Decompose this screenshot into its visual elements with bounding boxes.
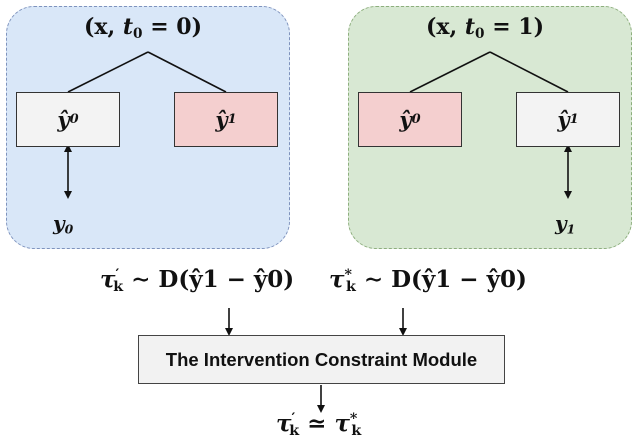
output-relation: ≃ bbox=[307, 410, 327, 437]
left-tree-edge-a bbox=[67, 51, 149, 93]
right-tree-edge-b bbox=[489, 51, 569, 93]
left-root-t-sub: 0 bbox=[133, 25, 143, 42]
output-tau2: τ bbox=[334, 410, 350, 437]
right-root-x: x bbox=[436, 14, 450, 40]
left-observed-var: y bbox=[53, 211, 65, 235]
left-root-x: x bbox=[94, 14, 108, 40]
right-root-t: t bbox=[464, 14, 476, 40]
left-node-a-sub: 0 bbox=[69, 112, 79, 127]
right-formula-sub: k bbox=[345, 278, 356, 295]
right-node-a-var: ŷ bbox=[399, 107, 412, 132]
right-tree-edge-a bbox=[409, 51, 491, 93]
output-formula: τ′k ≃ τ*k bbox=[276, 410, 361, 439]
left-root-t: t bbox=[122, 14, 134, 40]
left-observed-sub: 0 bbox=[64, 221, 74, 237]
right-observed-var: y bbox=[555, 211, 567, 235]
right-formula-tau: τ bbox=[329, 266, 345, 293]
output-tau1-sub: k bbox=[289, 422, 300, 439]
right-formula: τ*k ∼ D(ŷ1 − ŷ0) bbox=[329, 266, 527, 295]
left-formula-sup: ′ bbox=[115, 267, 120, 284]
module-label: The Intervention Constraint Module bbox=[165, 348, 478, 370]
output-tau2-sub: k bbox=[351, 422, 362, 439]
left-formula-tau: τ bbox=[100, 266, 116, 293]
left-formula-rest: ∼ D(ŷ1 − ŷ0) bbox=[131, 266, 295, 293]
right-node-b-var: ŷ bbox=[557, 107, 570, 132]
output-tau1: τ bbox=[276, 410, 292, 437]
right-root-eq: = 1 bbox=[492, 14, 534, 40]
left-node-b-sub: 1 bbox=[227, 112, 237, 127]
left-node-a-var: ŷ bbox=[57, 107, 70, 132]
right-formula-rest: ∼ D(ŷ1 − ŷ0) bbox=[363, 266, 527, 293]
left-observed-label: y0 bbox=[53, 211, 73, 236]
left-node-b-var: ŷ bbox=[215, 107, 228, 132]
left-formula: τ′k ∼ D(ŷ1 − ŷ0) bbox=[100, 266, 294, 295]
right-observed-sub: 1 bbox=[566, 221, 576, 237]
intervention-constraint-module: The Intervention Constraint Module bbox=[138, 335, 505, 384]
right-root-t-sub: 0 bbox=[475, 25, 485, 42]
left-formula-sub: k bbox=[113, 278, 124, 295]
output-tau1-sup: ′ bbox=[291, 411, 296, 428]
output-tau2-sup: * bbox=[349, 411, 358, 428]
right-node-a-sub: 0 bbox=[411, 112, 421, 127]
right-observed-label: y1 bbox=[555, 211, 575, 236]
right-formula-sup: * bbox=[344, 267, 352, 284]
left-root-eq: = 0 bbox=[150, 14, 192, 40]
right-root-label: (x, t0 = 1) bbox=[426, 14, 545, 42]
right-node-b-sub: 1 bbox=[569, 112, 579, 127]
left-root-label: (x, t0 = 0) bbox=[84, 14, 203, 42]
left-tree-edge-b bbox=[147, 51, 227, 93]
